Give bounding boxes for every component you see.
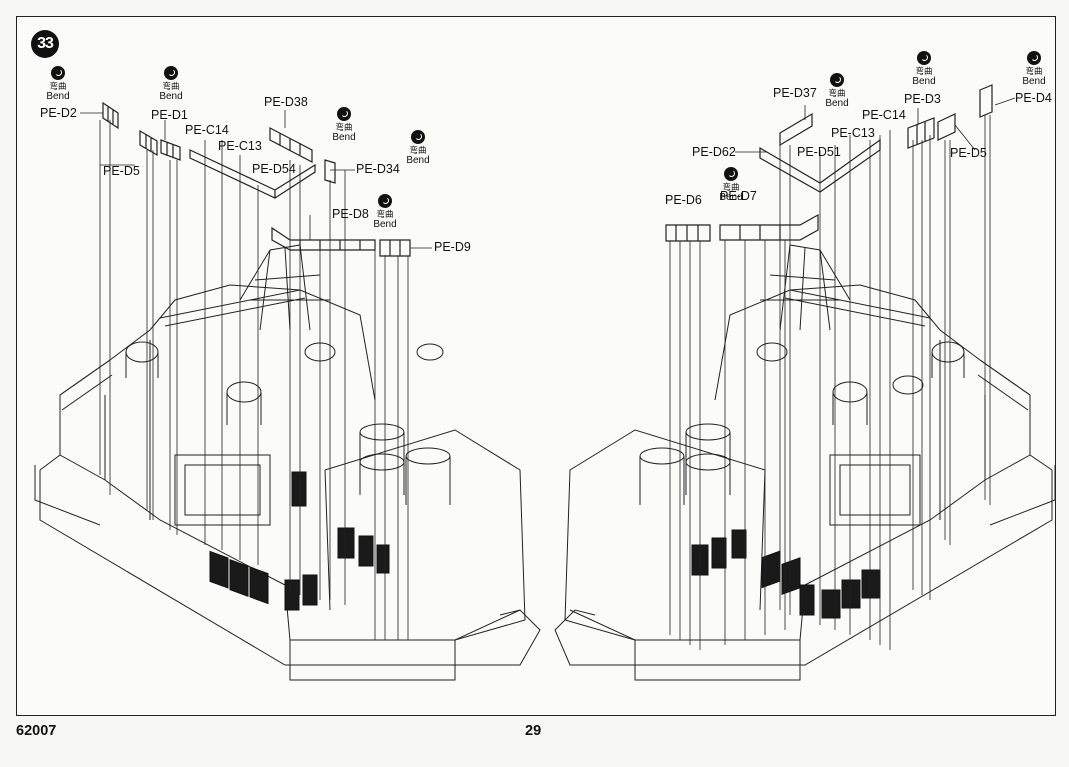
label-pe-d4: PE-D4 — [1015, 91, 1052, 105]
bend-icon — [830, 73, 844, 87]
bend-cn: 弯曲 — [722, 182, 740, 192]
bend-icon — [917, 51, 931, 65]
bend-icon — [411, 130, 425, 144]
bend-en: Bend — [912, 76, 936, 87]
label-pe-d6: PE-D6 — [665, 193, 702, 207]
bend-en: Bend — [46, 91, 70, 102]
bend-cn: 弯曲 — [828, 88, 846, 98]
bend-callout: 弯曲 Bend — [817, 73, 857, 109]
bend-callout: 弯曲 Bend — [398, 130, 438, 166]
step-number-badge: 33 — [31, 30, 59, 58]
label-pe-d5-left: PE-D5 — [103, 164, 140, 178]
bend-cn: 弯曲 — [162, 81, 180, 91]
bend-callout: 弯曲 Bend — [324, 107, 364, 143]
label-pe-d1: PE-D1 — [151, 108, 188, 122]
label-pe-c13-right: PE-C13 — [831, 126, 875, 140]
bend-en: Bend — [159, 91, 183, 102]
bend-cn: 弯曲 — [915, 66, 933, 76]
bend-callout: 弯曲 Bend — [365, 194, 405, 230]
product-code: 62007 — [16, 723, 57, 739]
label-pe-d5-right: PE-D5 — [950, 146, 987, 160]
bend-callout: 弯曲 Bend — [38, 66, 78, 102]
superstructure-diagram — [34, 84, 1056, 681]
bend-icon — [378, 194, 392, 208]
label-pe-d9: PE-D9 — [434, 240, 471, 254]
bend-en: Bend — [1022, 76, 1046, 87]
bend-callout: 弯曲 Bend — [151, 66, 191, 102]
bend-icon — [337, 107, 351, 121]
bend-cn: 弯曲 — [1025, 66, 1043, 76]
bend-cn: 弯曲 — [335, 122, 353, 132]
bend-callout: 弯曲 Bend — [711, 167, 751, 203]
bend-callout: 弯曲 Bend — [904, 51, 944, 87]
bend-cn: 弯曲 — [376, 209, 394, 219]
label-pe-d34: PE-D34 — [356, 162, 400, 176]
bend-cn: 弯曲 — [409, 145, 427, 155]
bend-en: Bend — [406, 155, 430, 166]
label-pe-d62: PE-D62 — [692, 145, 736, 159]
bend-cn: 弯曲 — [49, 81, 67, 91]
bend-icon — [51, 66, 65, 80]
bend-icon — [164, 66, 178, 80]
bend-callout: 弯曲 Bend — [1014, 51, 1054, 87]
label-pe-c13-left: PE-C13 — [218, 139, 262, 153]
label-pe-d8: PE-D8 — [332, 207, 369, 221]
label-pe-d2: PE-D2 — [40, 106, 77, 120]
label-pe-d3: PE-D3 — [904, 92, 941, 106]
bend-icon — [1027, 51, 1041, 65]
bend-en: Bend — [373, 219, 397, 230]
page-frame — [16, 16, 1056, 716]
bend-en: Bend — [332, 132, 356, 143]
label-pe-d54: PE-D54 — [252, 162, 296, 176]
label-pe-d51: PE-D51 — [797, 145, 841, 159]
left-superstructure — [34, 244, 541, 681]
label-pe-d7: PE-D7 — [720, 189, 757, 203]
bend-icon — [724, 167, 738, 181]
page-number: 29 — [525, 723, 542, 739]
label-pe-d38: PE-D38 — [264, 95, 308, 109]
bend-en: Bend — [719, 192, 743, 203]
label-pe-c14-right: PE-C14 — [862, 108, 906, 122]
label-pe-d37: PE-D37 — [773, 86, 817, 100]
bend-en: Bend — [825, 98, 849, 109]
label-pe-c14-left: PE-C14 — [185, 123, 229, 137]
